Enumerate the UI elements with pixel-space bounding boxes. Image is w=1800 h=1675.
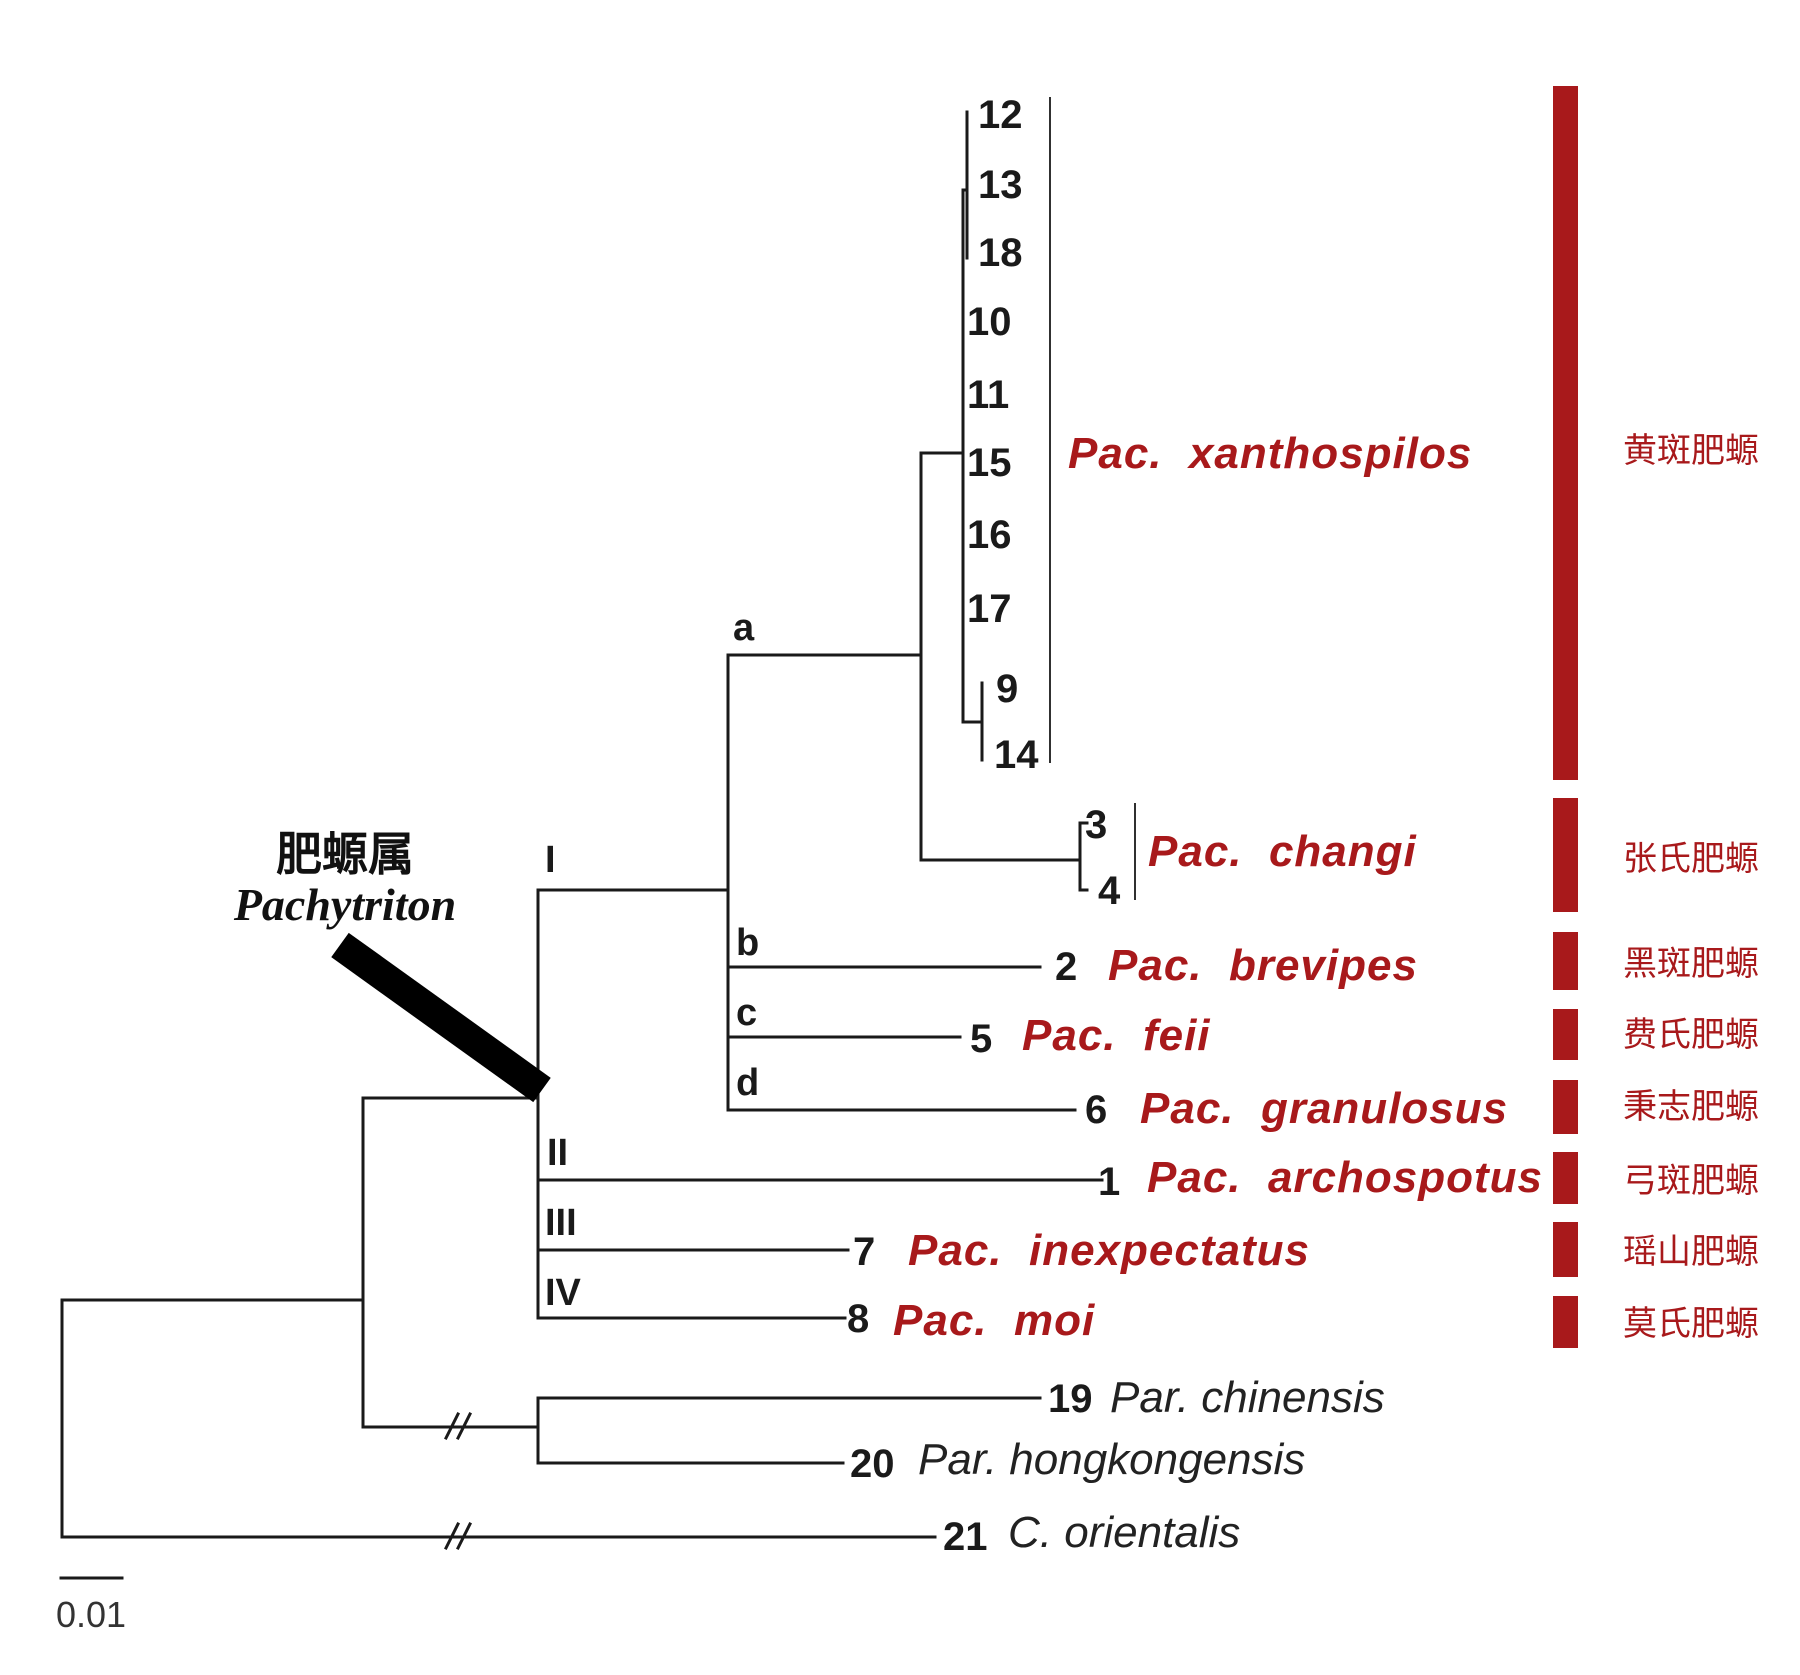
tip-label: 13 [978, 163, 1023, 207]
scale-bar-label: 0.01 [56, 1594, 126, 1635]
chinese-name-granulosus: 秉志肥螈 [1623, 1087, 1759, 1127]
bar-moi [1553, 1296, 1578, 1348]
tip-label: 3 [1085, 803, 1107, 847]
tip-label: 4 [1098, 869, 1121, 913]
chinese-name-inexpectatus: 瑶山肥螈 [1623, 1232, 1759, 1272]
bar-feii [1553, 1009, 1578, 1060]
species-name-chinensis: Par. chinensis [1110, 1373, 1385, 1422]
species-name-changi: Pac. changi [1148, 827, 1417, 876]
tip-label: 21 [943, 1515, 988, 1559]
bar-changi [1553, 798, 1578, 912]
species-name-inexpectatus: Pac. inexpectatus [908, 1226, 1310, 1275]
tip-label: 8 [847, 1297, 869, 1341]
tip-label: 15 [967, 441, 1012, 485]
tree-branches [60, 110, 1104, 1551]
tip-label: 2 [1055, 945, 1077, 989]
tip-label: 12 [978, 93, 1023, 137]
clade-label-I: I [545, 839, 556, 881]
chinese-name-archospotus: 弓斑肥螈 [1623, 1161, 1759, 1201]
tip-label: 11 [967, 373, 1009, 417]
genus-pointer [331, 932, 551, 1103]
clade-label-c: c [736, 992, 757, 1034]
tip-label: 14 [994, 733, 1039, 777]
chinese-name-moi: 莫氏肥螈 [1623, 1304, 1759, 1344]
bar-brevipes [1553, 932, 1578, 990]
chinese-name-brevipes: 黑斑肥螈 [1623, 944, 1759, 984]
tip-label: 19 [1048, 1377, 1093, 1421]
chinese-name-feii: 费氏肥螈 [1623, 1015, 1759, 1055]
bar-granulosus [1553, 1080, 1578, 1134]
tip-label: 10 [967, 300, 1012, 344]
clade-label-a: a [733, 607, 755, 649]
tip-label: 5 [970, 1017, 992, 1061]
tip-label: 7 [853, 1230, 875, 1274]
tip-label: 1 [1098, 1160, 1120, 1204]
species-name-archospotus: Pac. archospotus [1147, 1153, 1543, 1202]
clade-label-II: II [547, 1132, 568, 1174]
bar-archospotus [1553, 1152, 1578, 1204]
species-name-granulosus: Pac. granulosus [1140, 1084, 1508, 1133]
chinese-name-xanthospilos: 黄斑肥螈 [1623, 431, 1759, 471]
tip-label: 6 [1085, 1088, 1107, 1132]
clade-label-b: b [736, 922, 759, 964]
species-name-moi: Pac. moi [893, 1296, 1095, 1345]
species-name-xanthospilos: Pac. xanthospilos [1068, 429, 1472, 478]
species-name-hongkongensis: Par. hongkongensis [918, 1435, 1305, 1484]
species-name-brevipes: Pac. brevipes [1108, 941, 1418, 990]
tip-label: 9 [996, 667, 1018, 711]
species-name-orientalis: C. orientalis [1008, 1508, 1240, 1557]
clade-label-IV: IV [545, 1272, 582, 1314]
bar-xanthospilos [1553, 86, 1578, 780]
clade-label-III: III [545, 1202, 577, 1244]
tip-label: 17 [967, 587, 1012, 631]
chinese-name-changi: 张氏肥螈 [1623, 839, 1759, 879]
tip-label: 20 [850, 1442, 895, 1486]
bar-inexpectatus [1553, 1222, 1578, 1277]
species-bars [1553, 86, 1578, 1348]
genus-chinese-name: 肥螈属 [276, 827, 414, 881]
species-name-feii: Pac. feii [1022, 1011, 1211, 1060]
genus-latin-name: Pachytriton [233, 879, 456, 930]
tip-label: 16 [967, 513, 1012, 557]
tip-label: 18 [978, 231, 1023, 275]
clade-label-d: d [736, 1062, 759, 1104]
